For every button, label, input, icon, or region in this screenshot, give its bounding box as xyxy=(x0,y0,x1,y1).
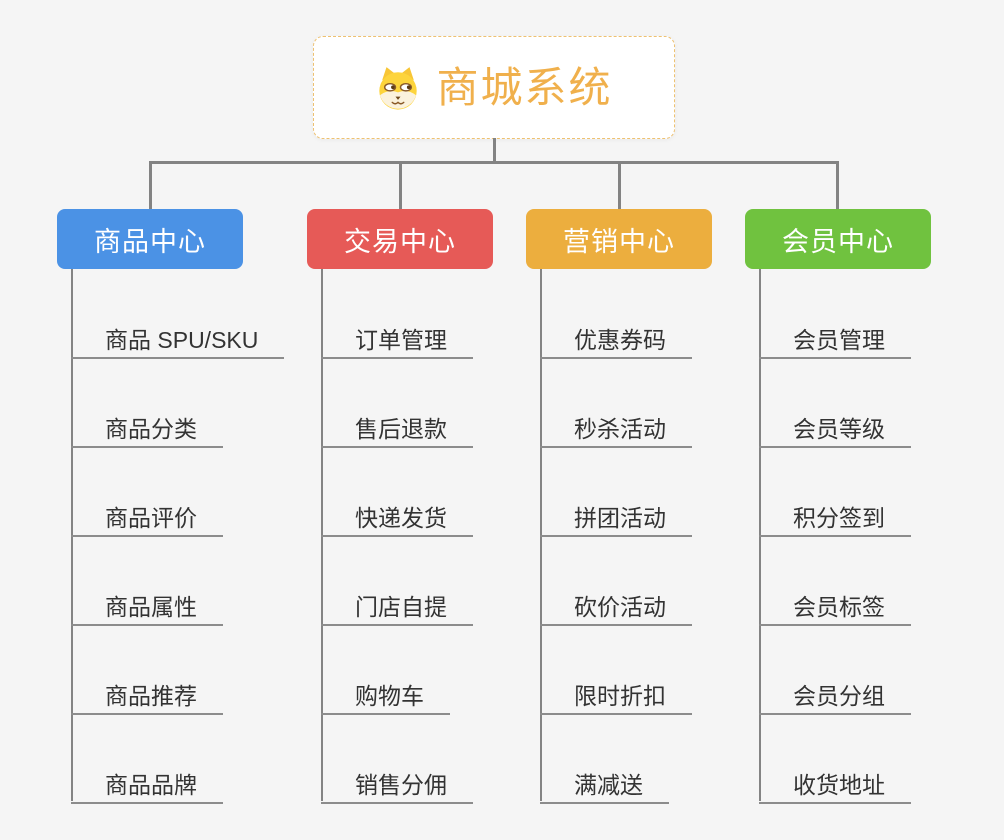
leaf-node[interactable]: 积分签到 xyxy=(759,488,911,537)
leaf-node[interactable]: 优惠券码 xyxy=(540,310,692,359)
leaf-node[interactable]: 商品 SPU/SKU xyxy=(71,310,285,359)
branch-label: 交易中心 xyxy=(344,226,456,257)
branch-product-center: 商品中心 商品 SPU/SKU 商品分类 商品评价 商品属性 商品推荐 商品品牌 xyxy=(57,209,307,819)
leaf-node[interactable]: 商品属性 xyxy=(71,577,223,626)
leaf-node[interactable]: 商品分类 xyxy=(71,399,223,448)
leaf-node[interactable]: 拼团活动 xyxy=(540,488,692,537)
connector-bus-line xyxy=(149,161,839,164)
branch-node-marketing-center[interactable]: 营销中心 xyxy=(526,209,712,269)
connector-root-stub xyxy=(493,138,496,163)
branch-label: 商品中心 xyxy=(94,226,206,257)
leaf-node[interactable]: 会员分组 xyxy=(759,666,911,715)
branch-label: 会员中心 xyxy=(782,226,894,257)
leaf-node[interactable]: 商品评价 xyxy=(71,488,223,537)
leaf-node[interactable]: 购物车 xyxy=(321,666,450,715)
leaf-node[interactable]: 商品推荐 xyxy=(71,666,223,715)
branch-member-center: 会员中心 会员管理 会员等级 积分签到 会员标签 会员分组 收货地址 xyxy=(745,209,995,819)
leaf-node[interactable]: 销售分佣 xyxy=(321,755,473,804)
connector-drop-product xyxy=(149,161,152,210)
leaf-node[interactable]: 会员等级 xyxy=(759,399,911,448)
leaf-node[interactable]: 售后退款 xyxy=(321,399,473,448)
leaf-node[interactable]: 快递发货 xyxy=(321,488,473,537)
branch-node-product-center[interactable]: 商品中心 xyxy=(57,209,243,269)
leaf-node[interactable]: 订单管理 xyxy=(321,310,473,359)
branch-node-member-center[interactable]: 会员中心 xyxy=(745,209,931,269)
connector-drop-trade xyxy=(399,161,402,210)
branch-trade-center: 交易中心 订单管理 售后退款 快递发货 门店自提 购物车 销售分佣 xyxy=(307,209,557,819)
branch-marketing-center: 营销中心 优惠券码 秒杀活动 拼团活动 砍价活动 限时折扣 满减送 xyxy=(526,209,776,819)
leaf-node[interactable]: 满减送 xyxy=(540,755,669,804)
branch-node-trade-center[interactable]: 交易中心 xyxy=(307,209,493,269)
leaf-node[interactable]: 收货地址 xyxy=(759,755,911,804)
leaf-node[interactable]: 秒杀活动 xyxy=(540,399,692,448)
root-node-label: 商城系统 xyxy=(436,63,613,111)
connector-drop-marketing xyxy=(618,161,621,210)
connector-drop-member xyxy=(836,161,839,210)
leaf-node[interactable]: 限时折扣 xyxy=(540,666,692,715)
shiba-dog-icon xyxy=(375,65,421,111)
leaf-node[interactable]: 砍价活动 xyxy=(540,577,692,626)
leaf-node[interactable]: 商品品牌 xyxy=(71,755,223,804)
root-node[interactable]: 商城系统 xyxy=(313,36,675,139)
leaf-node[interactable]: 会员标签 xyxy=(759,577,911,626)
leaf-node[interactable]: 门店自提 xyxy=(321,577,473,626)
leaf-node[interactable]: 会员管理 xyxy=(759,310,911,359)
branch-label: 营销中心 xyxy=(563,226,675,257)
